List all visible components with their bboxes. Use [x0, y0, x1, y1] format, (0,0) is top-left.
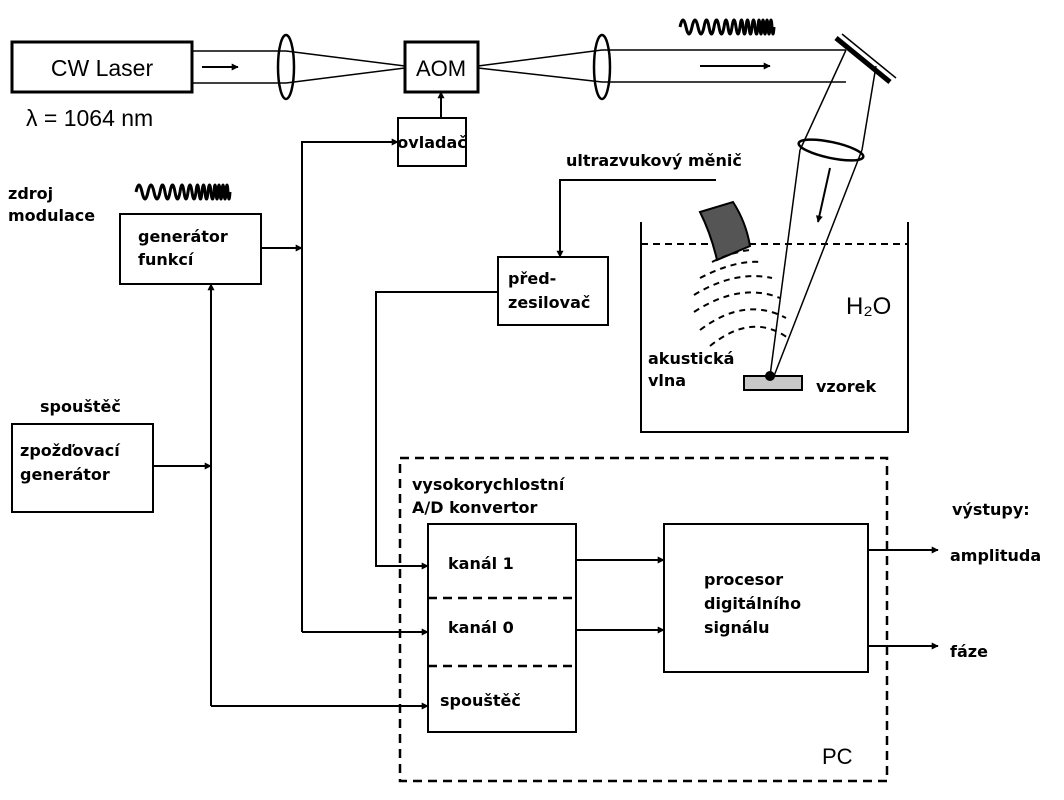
- laser-label: CW Laser: [51, 55, 154, 81]
- signal-wiring: [153, 138, 939, 710]
- function-generator-line2: funkcí: [138, 250, 195, 269]
- lens-2-icon: [592, 33, 612, 101]
- focused-beam: [769, 49, 877, 377]
- laser-block: CW Laser: [10, 40, 194, 94]
- modulation-source-line1: zdroj: [8, 184, 53, 203]
- preamp-line1: před-: [508, 269, 556, 288]
- adc-title-line1: vysokorychlostní: [412, 475, 566, 494]
- dsp-line1: procesor: [704, 570, 783, 589]
- output-phase: fáze: [950, 642, 988, 661]
- preamp-block: před- zesilovač: [497, 256, 609, 326]
- modulation-source-line2: modulace: [8, 206, 95, 225]
- lens-1-icon: [276, 33, 296, 101]
- sample-label: vzorek: [816, 377, 876, 396]
- adc-block: kanál 1 kanál 0 spouštěč: [427, 523, 577, 733]
- delay-generator-block: zpožďovací generátor: [11, 423, 154, 513]
- ultrasonic-transducer-icon: [698, 200, 752, 262]
- outputs-title: výstupy:: [952, 500, 1030, 519]
- pc-frame: [398, 456, 889, 783]
- acoustic-wave-icon: [693, 249, 789, 347]
- water-tank: [640, 222, 909, 433]
- laser-spot-icon: [765, 371, 775, 381]
- pc-label: PC: [822, 744, 853, 769]
- aom-label: AOM: [416, 56, 466, 81]
- lens-3-icon: [797, 138, 865, 162]
- laser-wavelength: λ = 1064 nm: [26, 105, 153, 131]
- preamp-line2: zesilovač: [508, 293, 590, 312]
- dsp-line2: digitálního: [704, 594, 801, 613]
- output-amplitude: amplituda: [950, 546, 1041, 565]
- acoustic-wave-label-line2: vlna: [648, 371, 686, 390]
- dsp-block: procesor digitálního signálu: [663, 523, 869, 673]
- aom-block: AOM: [403, 40, 480, 94]
- mirror-icon: [834, 33, 897, 84]
- modulated-beam-wave-icon: [678, 18, 776, 36]
- acoustic-wave-label-line1: akustická: [648, 349, 734, 368]
- adc-title-line2: A/D konvertor: [412, 498, 537, 517]
- function-generator-line1: generátor: [138, 227, 228, 246]
- delay-generator-line1: zpožďovací: [20, 441, 121, 460]
- transducer-label: ultrazvukový měnič: [566, 151, 742, 170]
- water-label: H₂O: [846, 293, 891, 320]
- driver-label: ovladač: [397, 133, 466, 152]
- function-generator-block: generátor funkcí: [119, 213, 262, 285]
- delay-generator-line2: generátor: [20, 465, 110, 484]
- modulation-wave-icon: [134, 183, 232, 201]
- adc-trigger: spouštěč: [440, 691, 521, 710]
- trigger-label: spouštěč: [40, 397, 121, 416]
- adc-channel-1: kanál 1: [448, 554, 514, 573]
- laser-beam: [192, 49, 846, 84]
- dsp-line3: signálu: [704, 618, 770, 637]
- adc-channel-0: kanál 0: [448, 618, 514, 637]
- driver-block: ovladač: [397, 117, 467, 167]
